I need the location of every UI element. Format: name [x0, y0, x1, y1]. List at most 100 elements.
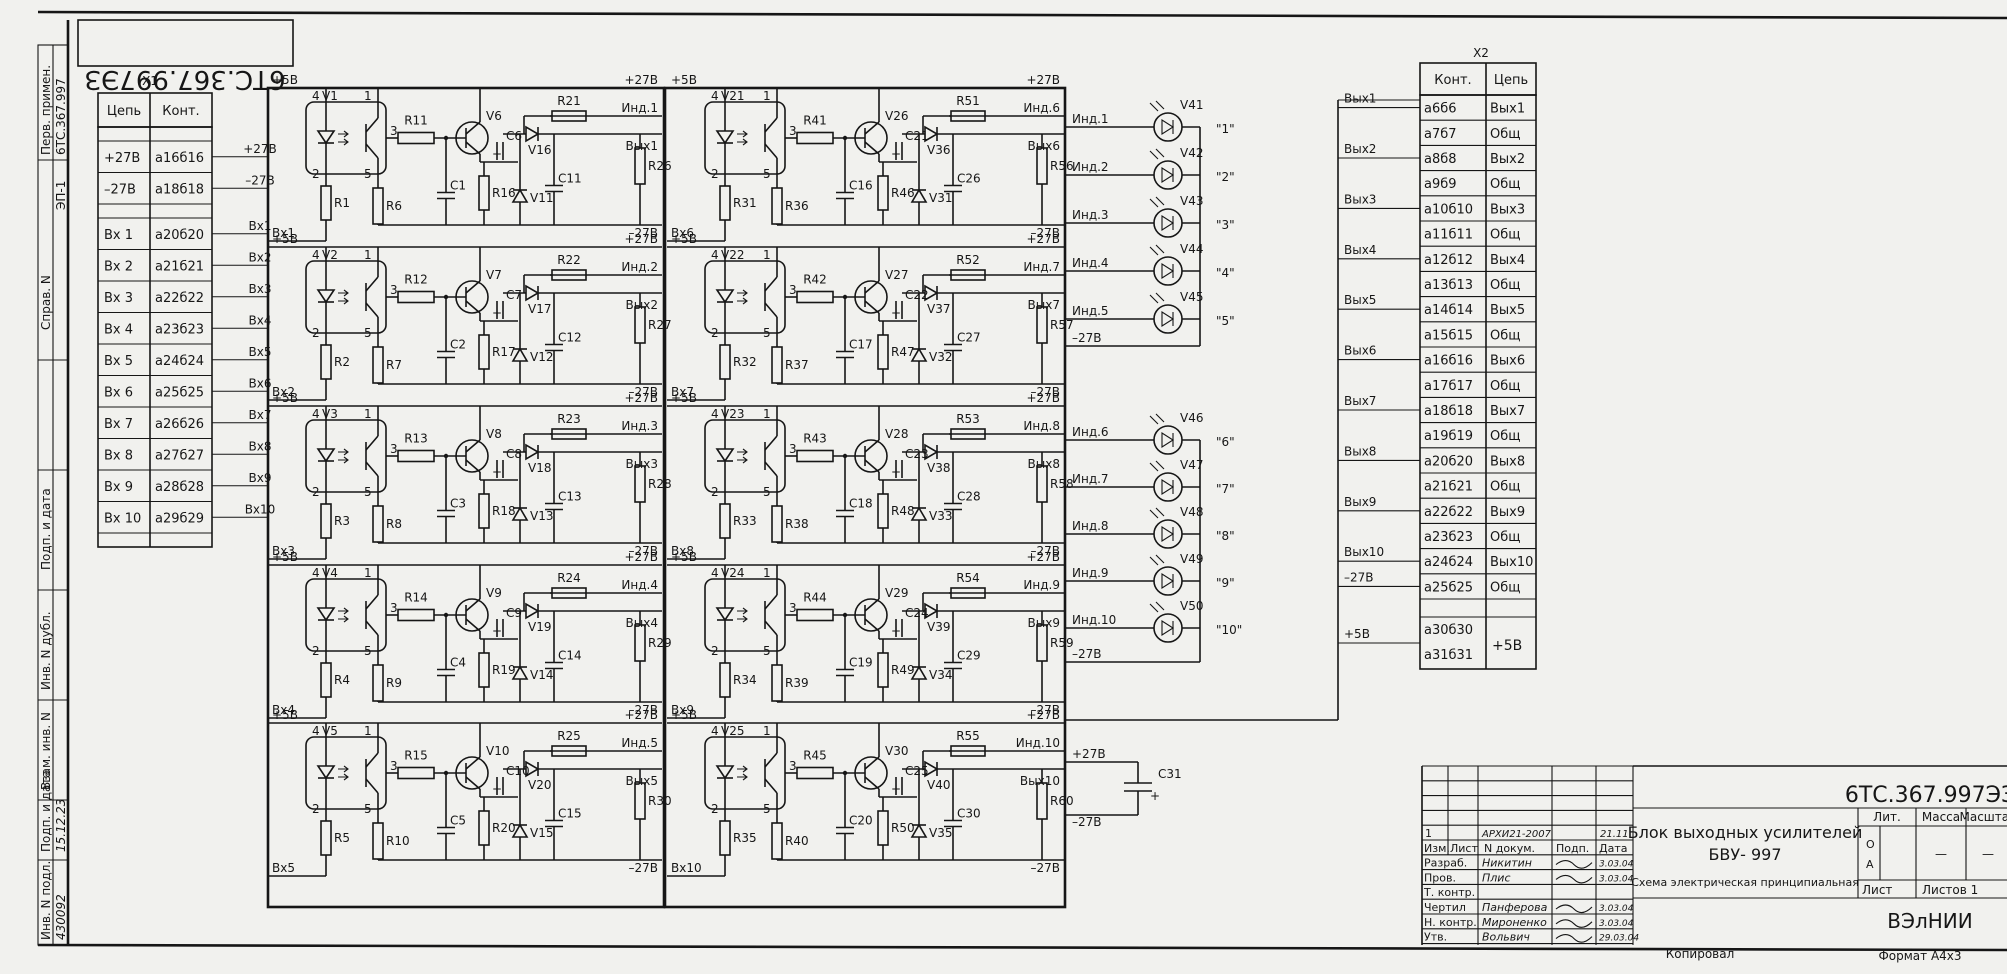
resistor-label: R60: [1050, 794, 1074, 808]
x2-bus-label: Вых10: [1344, 545, 1384, 559]
x1-chain-cell: Вх 8: [104, 448, 133, 463]
channel-input-label: Вх10: [671, 861, 702, 875]
opto-collector: [365, 594, 379, 610]
x2-contact-cell: а21б21: [1424, 480, 1473, 495]
x2-bus-label: Вых8: [1344, 444, 1376, 458]
title-scale-label: Масштаб: [1959, 810, 2007, 824]
podp-data2-label: Подп. и дата: [39, 770, 53, 852]
resistor-label: R1: [334, 196, 350, 210]
pin-label: 4: [312, 248, 320, 262]
pin-label: 2: [312, 485, 320, 499]
x2-contact-cell: а13б13: [1424, 278, 1473, 293]
capacitor-label: C18: [849, 497, 873, 511]
indicator-input-label: Инд.2: [1072, 160, 1109, 174]
indicator-input-label: Инд.4: [1072, 256, 1109, 270]
signature: [1555, 860, 1593, 869]
pin-label: 2: [711, 802, 719, 816]
indicator-mark: "4": [1216, 266, 1235, 280]
indicator-output-label: Инд.10: [1016, 736, 1060, 750]
channel-input-label: Вх2: [272, 385, 295, 399]
x2-contact-cell: а18б18: [1424, 404, 1473, 419]
resistor-label: R47: [891, 345, 915, 359]
c31-plus-sign: +: [1150, 789, 1160, 803]
opto-light-arrows: [338, 448, 349, 464]
x1-header-contact: Конт.: [162, 104, 199, 119]
x1-title: X1: [142, 74, 158, 88]
zener-label: V34: [929, 668, 952, 682]
title-scale-value: —: [1982, 847, 1994, 861]
opto-emitter: [764, 778, 778, 794]
resistor-label: R51: [956, 94, 980, 108]
x1-wire-label: Вх1: [249, 219, 272, 233]
indicator-bank-top: Инд.1V41"1"Инд.2V42"2"Инд.3V43"3"Инд.4V4…: [1065, 98, 1235, 347]
capacitor-c14: C14: [545, 629, 582, 702]
x2-bus-label: –27В: [1344, 570, 1374, 584]
transistor-emitter: [864, 459, 880, 473]
x2-bus-label: Вых3: [1344, 192, 1376, 206]
x2-bus-label: Вых9: [1344, 495, 1376, 509]
sheet-border-bottom: [37, 943, 2007, 952]
pin-label: 2: [711, 326, 719, 340]
channel-output-label: Вых2: [626, 298, 658, 312]
rail-plus5-label: +5В: [272, 73, 298, 87]
channel-input-label: Вх1: [272, 226, 295, 240]
capacitor-c1: C1: [437, 166, 466, 225]
x1-chain-cell: Вх 3: [104, 291, 133, 306]
x1-wire-label: Вх8: [249, 439, 272, 453]
rail-plus27-label: +27В: [624, 73, 658, 87]
x1-contact-cell: а28б28: [155, 480, 204, 495]
transistor-emitter: [864, 618, 880, 632]
transistor-emitter: [465, 618, 481, 632]
indicator-mark: "10": [1216, 623, 1242, 637]
rail-plus5-label: +5В: [272, 391, 298, 405]
title-org: ВЭлНИИ: [1887, 909, 1972, 933]
resistor-label: R11: [404, 114, 428, 128]
x2-chain-cell: Общ: [1490, 278, 1521, 293]
capacitor-c27: C27: [944, 311, 981, 384]
optocoupler-label: V21: [721, 89, 744, 103]
capacitor-label: C29: [957, 649, 981, 663]
rail-plus27-label: +27В: [624, 232, 658, 246]
indicator-mark: "5": [1216, 314, 1235, 328]
indicator-led-label: V45: [1180, 290, 1203, 304]
title-date-cell: 3.03.04: [1599, 874, 1634, 884]
x2-title: Х2: [1473, 46, 1489, 60]
rail-minus27-label: –27В: [1030, 703, 1060, 717]
x1-wire-label: Вх3: [249, 282, 272, 296]
resistor-label: R37: [785, 358, 809, 372]
diode-v39: [924, 602, 939, 620]
channel-output-label: Вых5: [626, 774, 658, 788]
resistor-label: R41: [803, 114, 827, 128]
channel-input-label: Вх4: [272, 703, 295, 717]
x2-bus-label: Вых2: [1344, 142, 1376, 156]
channel-output-label: Вых3: [626, 457, 658, 471]
indicator-led-label: V43: [1180, 194, 1203, 208]
x2-chain-cell: Вых10: [1490, 555, 1533, 570]
pin-label: 5: [364, 485, 372, 499]
pin-label: 5: [763, 644, 771, 658]
diode-v17: [525, 284, 540, 302]
resistor-label: R57: [1050, 318, 1074, 332]
led-triangle: [1161, 572, 1175, 590]
diode-label: V19: [528, 620, 551, 634]
opto-collector: [365, 117, 379, 133]
perv-primen-value: 6ТС.367.997: [54, 78, 68, 155]
sheet-border-top: [37, 10, 2007, 20]
pin-label: 1: [364, 566, 372, 580]
resistor-label: R44: [803, 591, 827, 605]
opto-emitter: [365, 302, 379, 318]
opto-emitter: [365, 620, 379, 636]
capacitor-label: C15: [558, 807, 582, 821]
perv-primen-label: Перв. примен.: [39, 65, 53, 155]
junction-dot: [443, 294, 449, 300]
opto-emitter: [365, 461, 379, 477]
x2-chain-cell: +5В: [1492, 638, 1522, 654]
resistor-label: R42: [803, 273, 827, 287]
capacitor-label: C12: [558, 331, 582, 345]
diode-v37: [924, 284, 939, 302]
resistor-label: R9: [386, 676, 402, 690]
indicator-input-label: Инд.9: [1072, 566, 1109, 580]
